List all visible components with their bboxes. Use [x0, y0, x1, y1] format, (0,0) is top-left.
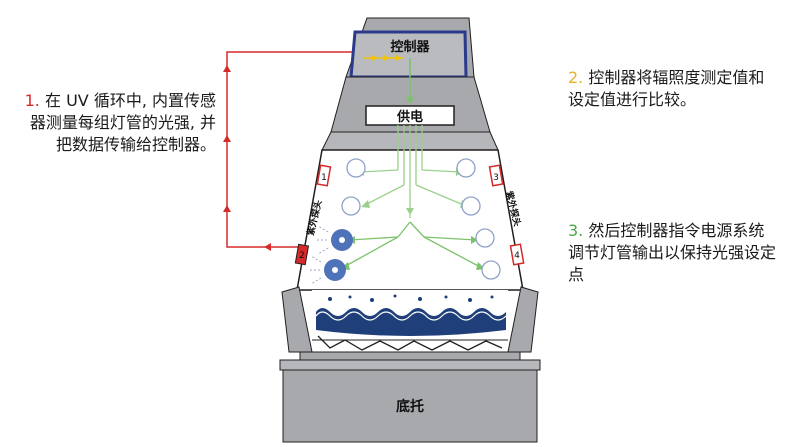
step-3-number: 3.	[568, 221, 584, 240]
lamp-left-1	[346, 158, 366, 178]
step-1-number: 1.	[24, 91, 40, 110]
power-label: 供电	[396, 109, 423, 125]
chamber-floor	[299, 351, 521, 361]
lamp-right-3	[475, 228, 495, 248]
lamp-right-2	[461, 196, 481, 216]
active-lamps	[324, 229, 353, 281]
lamp-rays	[309, 225, 329, 285]
power-distribution	[341, 125, 483, 269]
step-2-text: 控制器将辐照度测定值和设定值进行比较。	[568, 68, 765, 109]
step-1-text: 在 UV 循环中, 内置传感器测量每组灯管的光强, 并把数据传输给控制器。	[29, 91, 216, 154]
base-label: 底托	[396, 398, 424, 415]
controller-label: 控制器	[390, 39, 430, 55]
sensor-num-3: 3	[493, 173, 499, 183]
step-3-note: 3. 然后控制器指令电源系统调节灯管输出以保持光强设定点	[568, 220, 778, 286]
lamp-right-1	[456, 158, 476, 178]
lamp-left-2	[341, 196, 361, 216]
base-block	[279, 359, 541, 371]
step-1-note: 1. 在 UV 循环中, 内置传感器测量每组灯管的光强, 并把数据传输给控制器。	[14, 90, 216, 156]
uv-lamps	[341, 158, 501, 280]
step-2-note: 2. 控制器将辐照度测定值和设定值进行比较。	[568, 67, 768, 111]
sensor-num-1: 1	[321, 173, 327, 183]
step-3-text: 然后控制器指令电源系统调节灯管输出以保持光强设定点	[568, 221, 777, 284]
lamp-right-4	[481, 260, 501, 280]
feedback-loop	[226, 51, 355, 248]
step-2-number: 2.	[568, 68, 584, 87]
water-tray	[312, 290, 508, 351]
sensor-num-2: 2	[299, 251, 305, 261]
sensor-num-4: 4	[514, 251, 520, 261]
controller-signal	[363, 55, 404, 61]
wall-right	[507, 286, 539, 353]
wall-left	[281, 286, 313, 353]
base-stand	[282, 369, 538, 443]
